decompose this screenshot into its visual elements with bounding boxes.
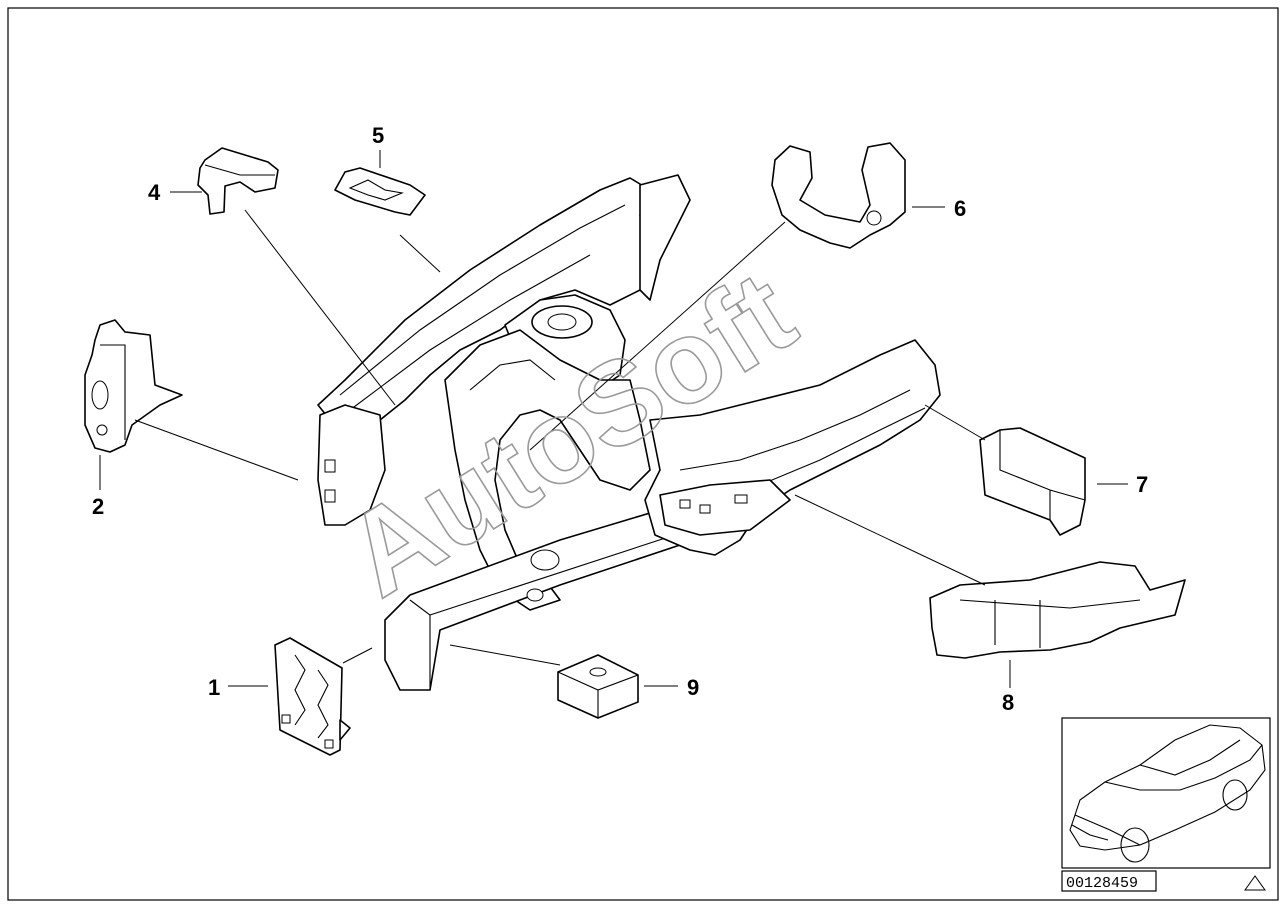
part-9-block (557, 654, 639, 719)
callout-2: 2 (92, 494, 104, 519)
part-2-bracket (84, 319, 183, 453)
part-8-rail (929, 561, 1186, 659)
callout-4: 4 (148, 180, 161, 205)
part-1-plate (274, 637, 351, 756)
callout-labels: 1 2 4 5 6 7 8 9 (92, 123, 1148, 715)
callout-5: 5 (372, 123, 384, 148)
diagram-code: 00128459 (1066, 875, 1138, 892)
diagram-code-box: 00128459 (1061, 870, 1157, 892)
callout-8: 8 (1002, 690, 1014, 715)
part-4-bracket (197, 147, 279, 215)
callout-9: 9 (687, 675, 699, 700)
callout-1: 1 (208, 675, 220, 700)
diagram-frame (7, 7, 1279, 901)
warning-triangle-icon (1244, 875, 1266, 891)
main-body-structure (317, 174, 941, 691)
callout-7: 7 (1136, 472, 1148, 497)
callout-6: 6 (954, 196, 966, 221)
part-6-support (771, 142, 906, 249)
part-5-cap (334, 167, 426, 216)
part-7-channel (979, 427, 1086, 536)
leader-lines (99, 150, 1128, 688)
car-thumbnail-icon (1061, 717, 1271, 869)
